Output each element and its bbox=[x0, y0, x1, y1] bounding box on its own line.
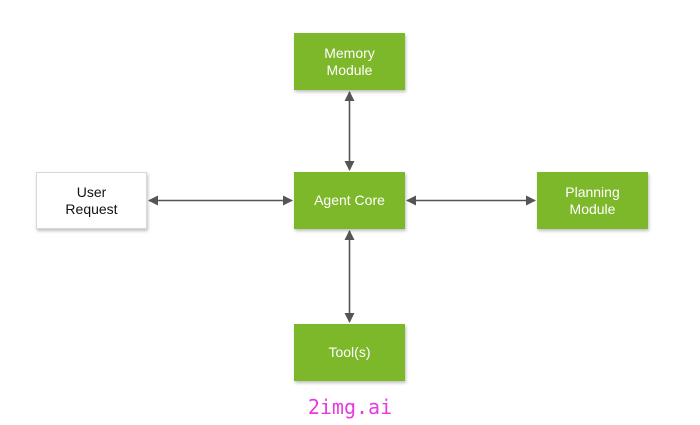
planning-module-node: Planning Module bbox=[537, 172, 648, 229]
memory-module-node: Memory Module bbox=[294, 33, 405, 90]
watermark-text: 2img.ai bbox=[307, 395, 393, 419]
user-request-node: User Request bbox=[36, 172, 147, 229]
tools-node: Tool(s) bbox=[294, 324, 405, 381]
agent-core-node: Agent Core bbox=[294, 172, 405, 229]
